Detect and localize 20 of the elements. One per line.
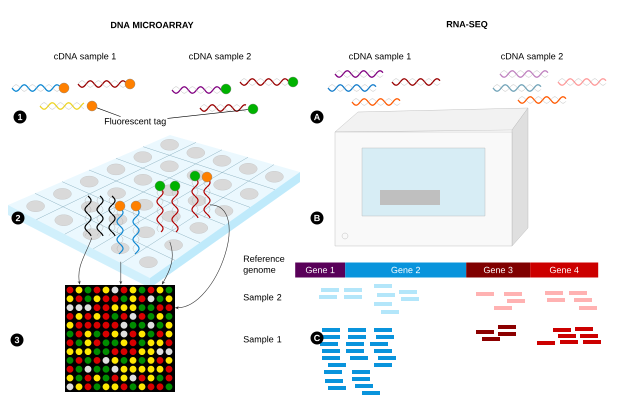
row-label: Sample 2 xyxy=(244,294,282,302)
heading: DNA MICROARRAY xyxy=(111,22,194,28)
heading: RNA-SEQ xyxy=(446,20,488,30)
leader-line xyxy=(96,108,121,117)
microarray-grid-drawing xyxy=(65,285,175,392)
gene-bar: Gene 3 xyxy=(466,262,530,278)
gene-bar: Gene 2 xyxy=(345,262,466,278)
gene-bar: Gene 1 xyxy=(295,262,346,278)
callout-text: Fluorescent tag xyxy=(104,118,166,126)
fluorescent-tag xyxy=(248,104,258,114)
sample-label: cDNA sample 2 xyxy=(501,52,563,62)
sample-label: cDNA sample 2 xyxy=(189,52,251,62)
row-label: Reference genome xyxy=(244,255,284,275)
gene-bar: Gene 4 xyxy=(530,262,598,278)
microarray-slide-drawing xyxy=(8,135,300,288)
sample-label: cDNA sample 1 xyxy=(349,52,411,62)
leader-line xyxy=(167,109,248,119)
fluorescent-tag xyxy=(86,100,98,112)
sample-label: cDNA sample 1 xyxy=(54,52,116,62)
row-label: Sample 1 xyxy=(244,336,282,344)
